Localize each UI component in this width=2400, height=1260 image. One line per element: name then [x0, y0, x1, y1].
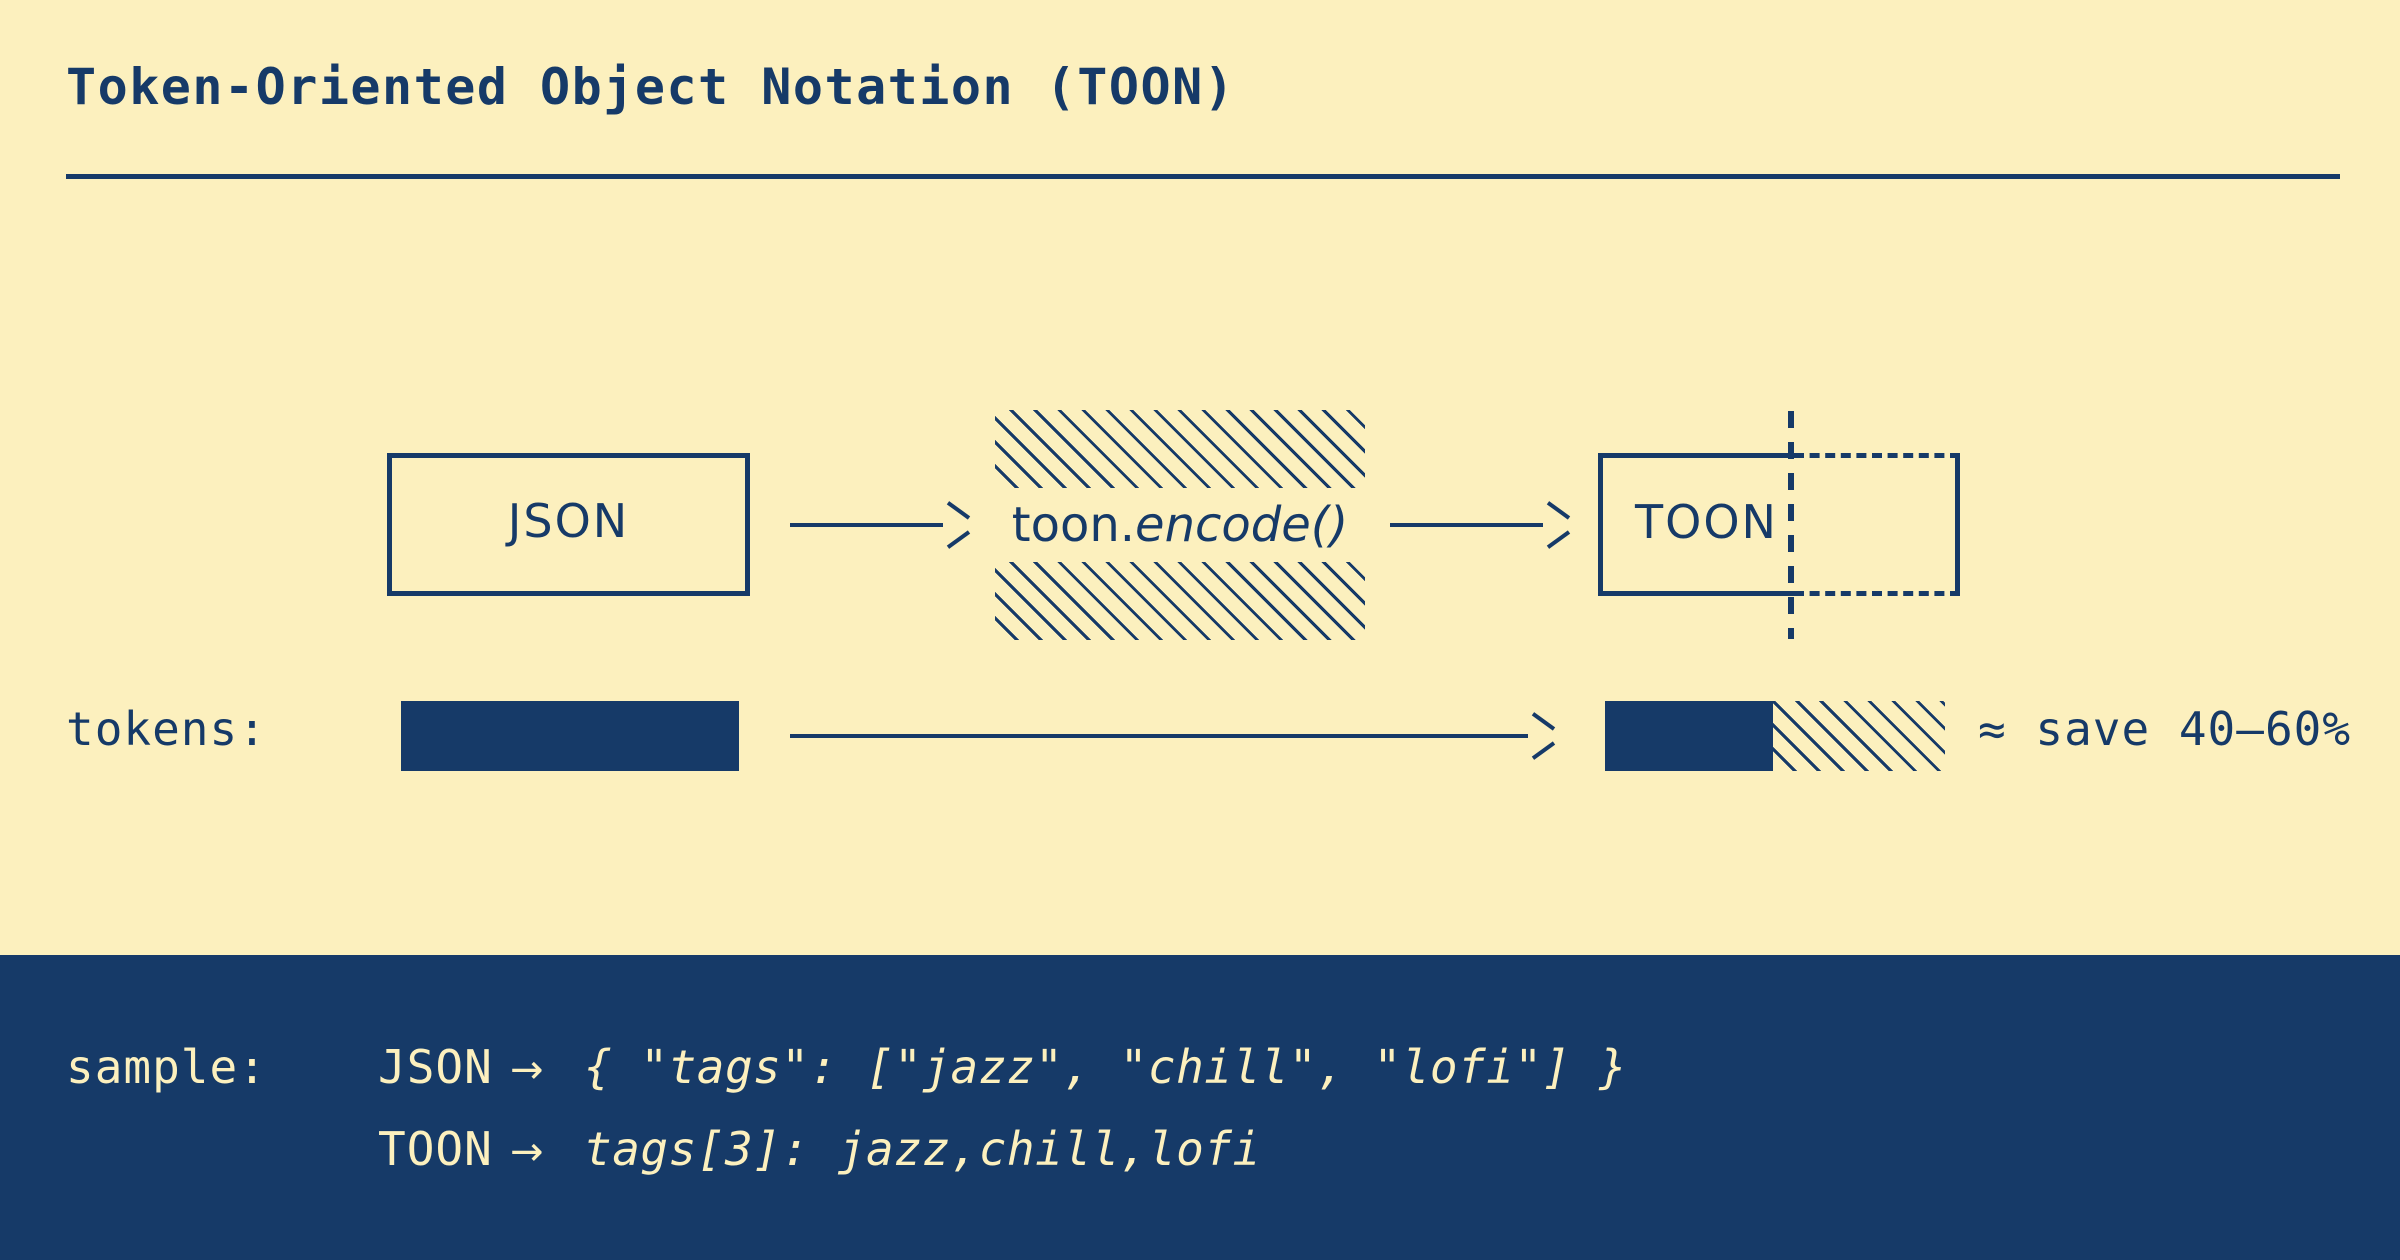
sample-code: { "tags": ["jazz", "chill", "lofi"] } [584, 1040, 1628, 1094]
sample-label: sample: [66, 1040, 267, 1094]
token-bar-toon-used [1605, 701, 1773, 771]
token-bar-toon-saved [1773, 701, 1945, 771]
toon-box-solid-part: TOON [1598, 453, 1794, 596]
encode-label-namespace: toon. [1011, 497, 1136, 553]
arrow-right-icon-encode-to-toon [1390, 505, 1565, 545]
arrow-shaft [1390, 523, 1543, 527]
hatch-pattern-top [995, 410, 1365, 488]
title-divider [66, 174, 2340, 179]
sample-row-toon: TOON → tags[3]: jazz,chill,lofi [378, 1122, 1261, 1176]
arrow-right-icon-sample: → [510, 1129, 544, 1175]
arrow-head [1528, 722, 1550, 750]
json-box: JSON [387, 453, 750, 596]
page-title: Token-Oriented Object Notation (TOON) [66, 58, 1236, 116]
sample-code: tags[3]: jazz,chill,lofi [584, 1122, 1261, 1176]
encode-label-function: encode() [1135, 497, 1349, 553]
arrow-shaft [790, 523, 943, 527]
arrow-right-icon-tokens [790, 716, 1550, 756]
sample-format-label: JSON [378, 1040, 493, 1094]
arrow-right-icon-json-to-encode [790, 505, 965, 545]
sample-panel [0, 955, 2400, 1260]
token-bar-json [401, 701, 739, 771]
toon-box-split-divider [1788, 411, 1794, 639]
sample-row-json: JSON → { "tags": ["jazz", "chill", "lofi… [378, 1040, 1627, 1094]
encode-block: toon.encode() [995, 410, 1365, 640]
arrow-right-icon-sample: → [510, 1047, 544, 1093]
hatch-pattern-bottom [995, 562, 1365, 640]
sample-format-label: TOON [378, 1122, 493, 1176]
toon-box-dotted-part [1794, 453, 1960, 596]
arrow-head [1543, 511, 1565, 539]
arrow-head [943, 511, 965, 539]
encode-label: toon.encode() [995, 488, 1365, 562]
toon-box: TOON [1598, 411, 1960, 639]
toon-box-label: TOON [1635, 494, 1778, 549]
arrow-shaft [790, 734, 1528, 738]
tokens-row-label: tokens: [66, 702, 267, 756]
savings-note: ≈ save 40–60% [1978, 702, 2352, 756]
json-box-label: JSON [507, 493, 630, 548]
token-bar-toon [1605, 701, 1945, 771]
